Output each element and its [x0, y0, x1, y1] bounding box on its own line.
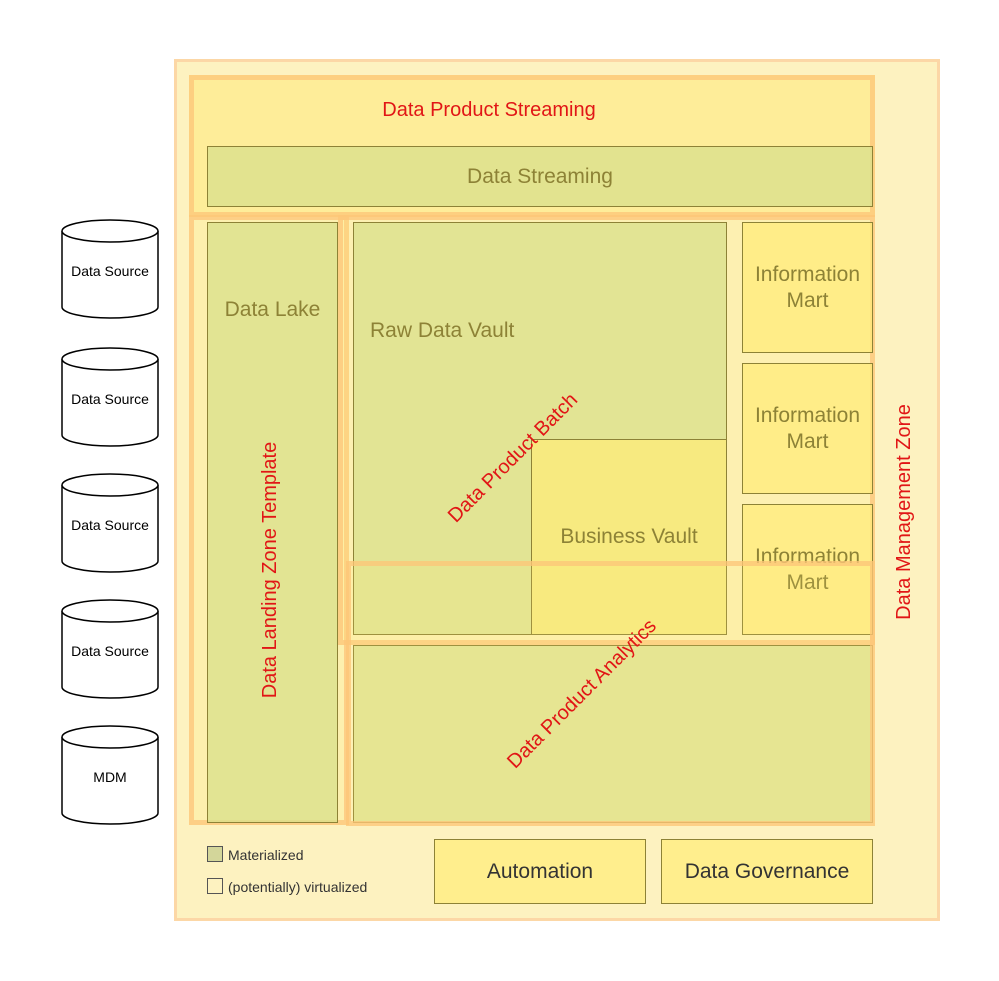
legend-virtualized-swatch — [207, 878, 223, 894]
cylinder-icon — [61, 219, 159, 319]
data-product-analytics-zone — [346, 561, 875, 826]
data-source-cylinder: Data Source — [61, 599, 159, 699]
legend-materialized-label: Materialized — [228, 847, 304, 863]
data-source-cylinder: Data Source — [61, 473, 159, 573]
data-management-zone-label: Data Management Zone — [892, 404, 915, 620]
data-streaming-label: Data Streaming — [467, 164, 613, 188]
mdm-cylinder: MDM — [61, 725, 159, 825]
cylinder-icon — [61, 599, 159, 699]
cylinder-icon — [61, 725, 159, 825]
legend-virtualized-label: (potentially) virtualized — [228, 879, 368, 895]
information-mart-block: Information Mart — [742, 222, 873, 353]
data-source-cylinder: Data Source — [61, 347, 159, 447]
data-product-streaming-label: Data Product Streaming — [382, 99, 596, 121]
data-source-label: Data Source — [71, 391, 149, 407]
data-landing-zone-template-label: Data Landing Zone Template — [258, 441, 281, 699]
raw-data-vault-label: Raw Data Vault — [370, 319, 515, 342]
information-mart-label: Mart — [786, 429, 829, 453]
legend-materialized-swatch — [207, 846, 223, 862]
business-vault-block: Business Vault — [531, 439, 727, 635]
data-governance-block: Data Governance — [661, 839, 873, 904]
business-vault-label: Business Vault — [560, 525, 698, 548]
data-lake-label: Data Lake — [224, 298, 321, 321]
cylinder-icon — [61, 473, 159, 573]
information-mart-label: Mart — [786, 570, 829, 594]
automation-label: Automation — [486, 859, 594, 883]
data-source-label: Data Source — [71, 517, 149, 533]
data-streaming-block: Data Streaming — [207, 146, 873, 207]
data-source-label: Data Source — [71, 263, 149, 279]
mdm-label: MDM — [93, 769, 127, 785]
data-lake-block: Data Lake — [207, 222, 338, 823]
automation-block: Automation — [434, 839, 646, 904]
data-source-label: Data Source — [71, 643, 149, 659]
data-source-cylinder: Data Source — [61, 219, 159, 319]
information-mart-label: Information — [754, 403, 861, 427]
information-mart-label: Information — [754, 262, 861, 286]
information-mart-block: Information Mart — [742, 363, 873, 494]
information-mart-label: Mart — [786, 288, 829, 312]
data-governance-label: Data Governance — [684, 859, 850, 883]
cylinder-icon — [61, 347, 159, 447]
